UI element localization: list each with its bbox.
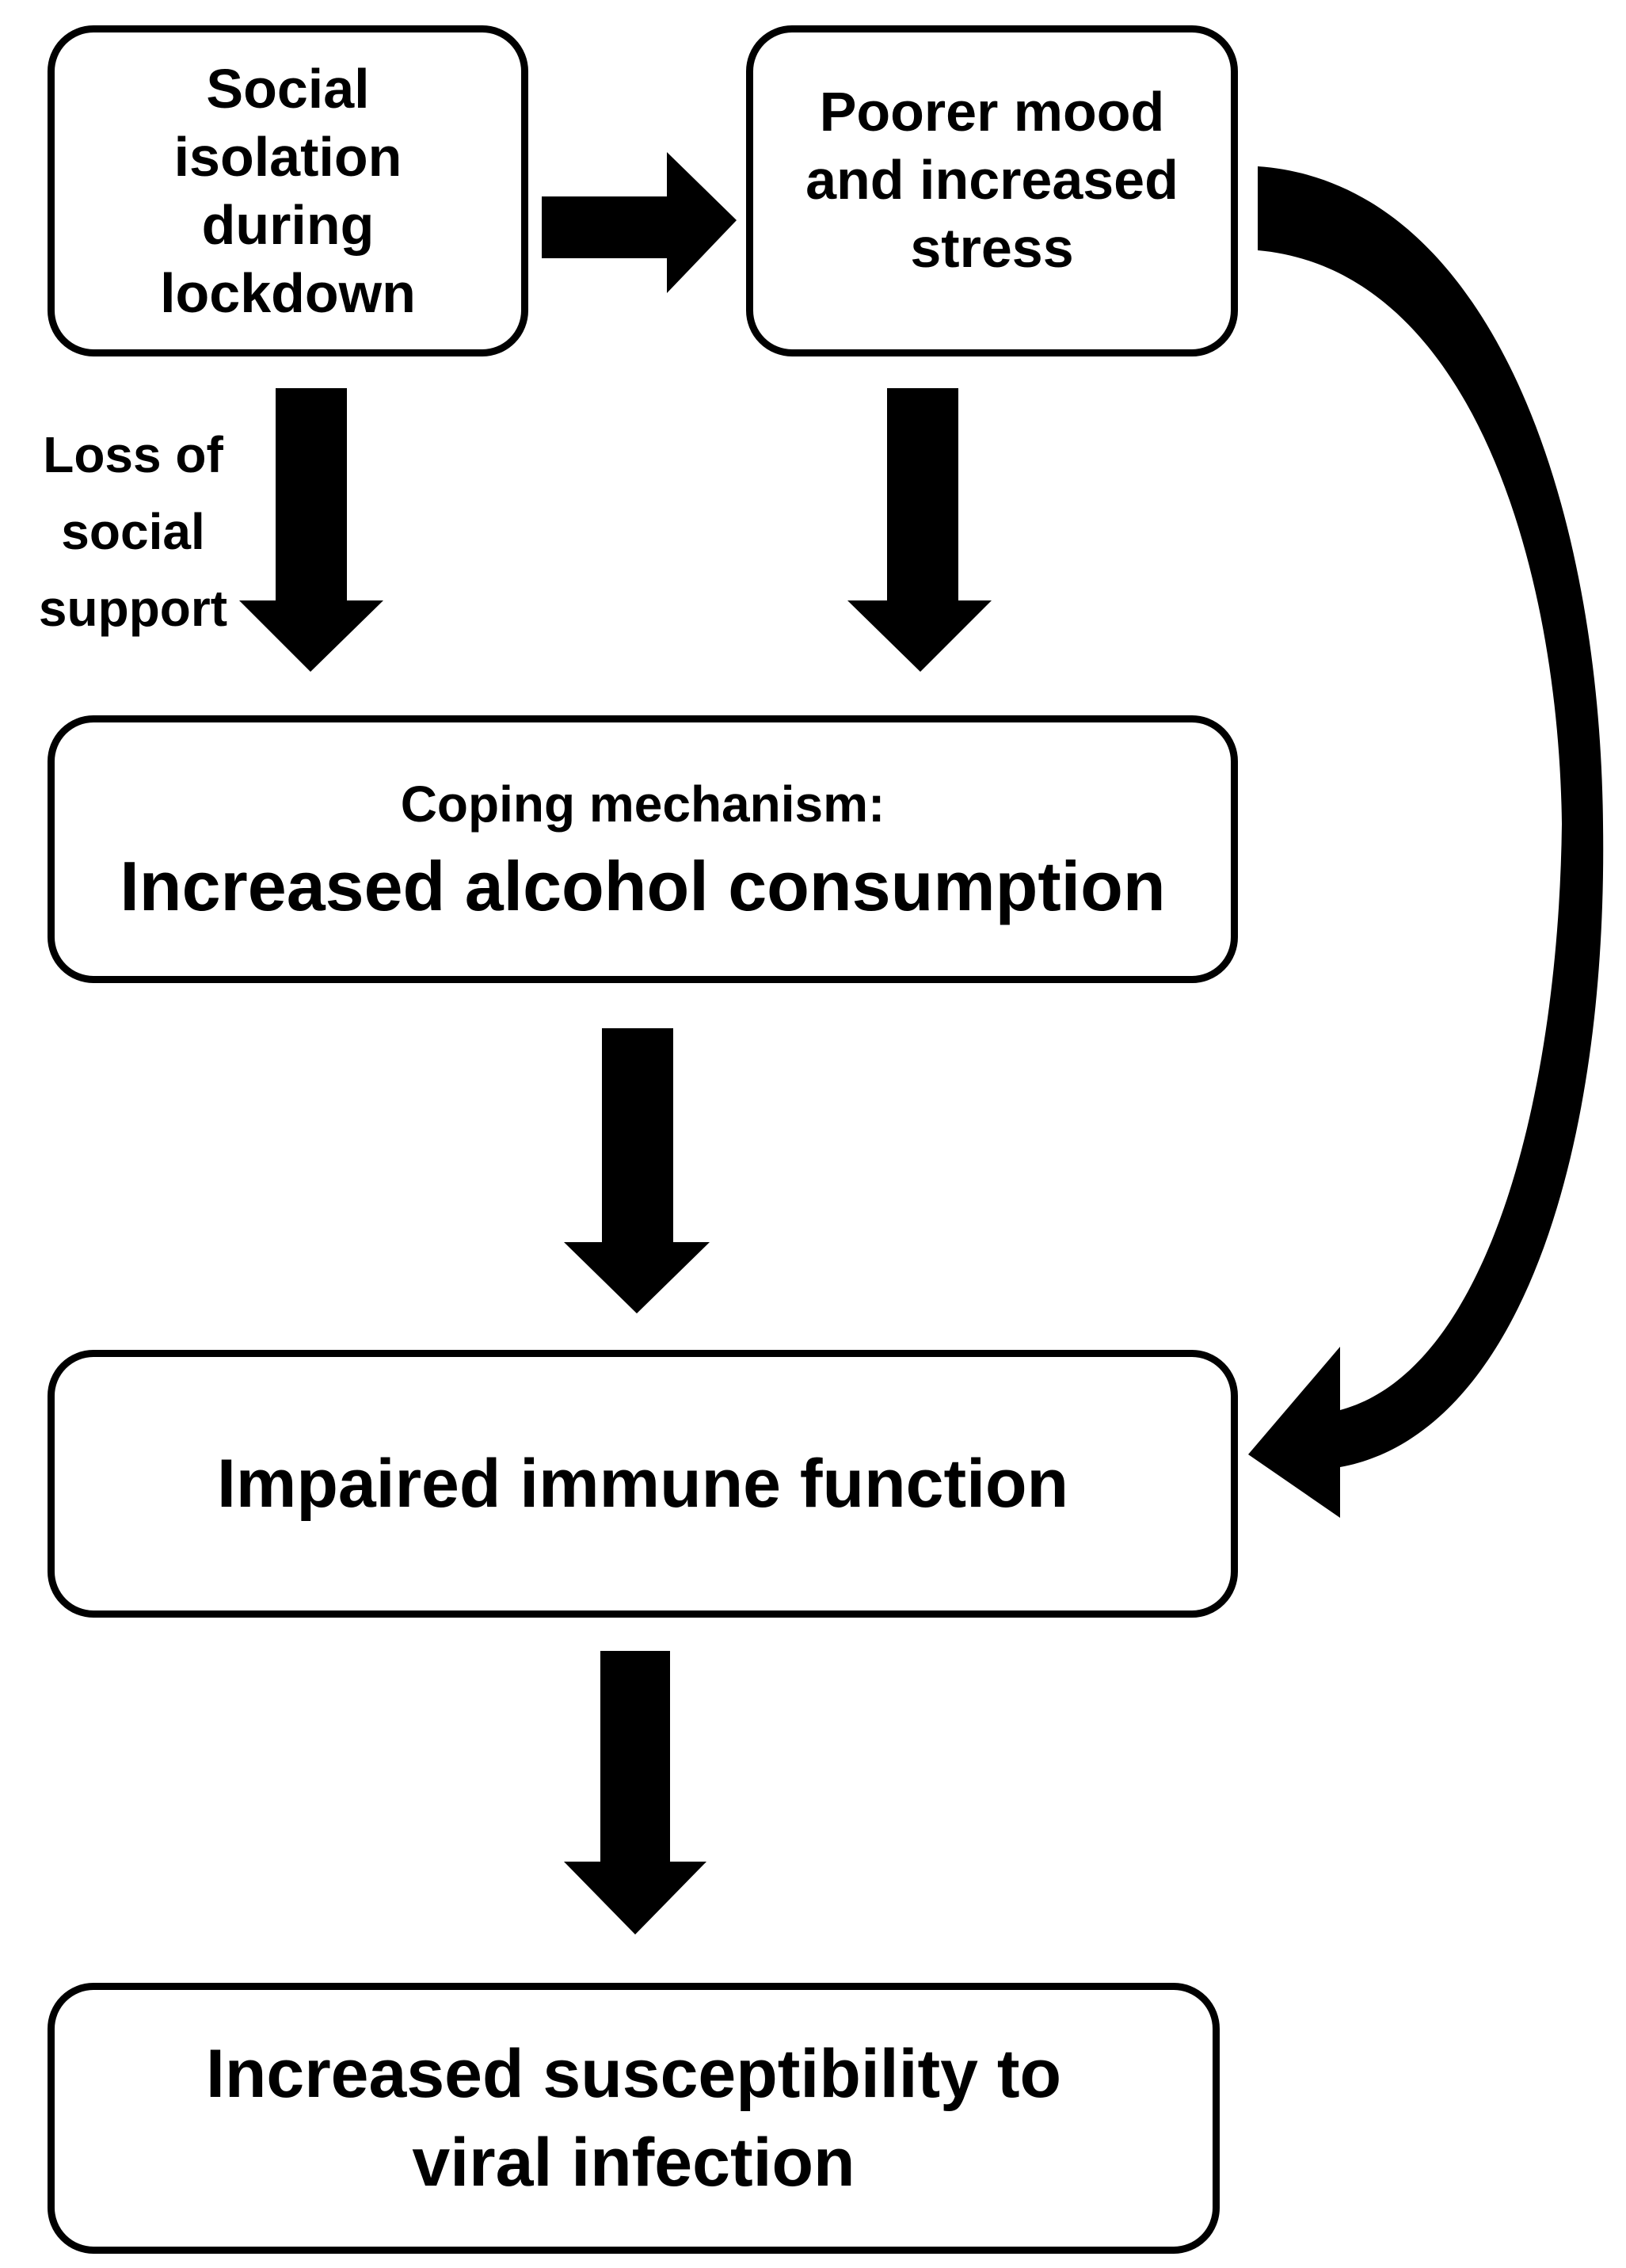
node-poorer-mood-text: Poorer mood and increased stress bbox=[805, 81, 1179, 279]
arrow-mood-to-immune bbox=[1248, 166, 1604, 1518]
edge-label-loss-of-social-support: Loss of social support bbox=[38, 426, 228, 637]
node-increased-susceptibility-text: Increased susceptibility to viral infect… bbox=[205, 2036, 1062, 2201]
node-coping-label: Coping mechanism: bbox=[400, 776, 885, 833]
arrow-immune-to-susceptibility bbox=[564, 1651, 706, 1934]
arrow-coping-to-immune bbox=[564, 1028, 710, 1313]
node-increased-susceptibility: Increased susceptibility to viral infect… bbox=[48, 1983, 1220, 2254]
node-impaired-immune-function: Impaired immune function bbox=[48, 1350, 1238, 1618]
node-social-isolation-text: Social isolation during lockdown bbox=[160, 58, 416, 324]
arrow-mood-to-coping bbox=[847, 388, 992, 672]
node-impaired-immune-function-text: Impaired immune function bbox=[216, 1446, 1069, 1522]
node-social-isolation: Social isolation during lockdown bbox=[48, 25, 528, 356]
node-poorer-mood: Poorer mood and increased stress bbox=[746, 25, 1238, 356]
arrow-isolation-to-mood bbox=[542, 152, 737, 293]
node-coping-mechanism: Coping mechanism: Increased alcohol cons… bbox=[48, 715, 1238, 983]
node-coping-text: Increased alcohol consumption bbox=[120, 847, 1166, 925]
arrow-isolation-to-coping bbox=[239, 388, 383, 672]
